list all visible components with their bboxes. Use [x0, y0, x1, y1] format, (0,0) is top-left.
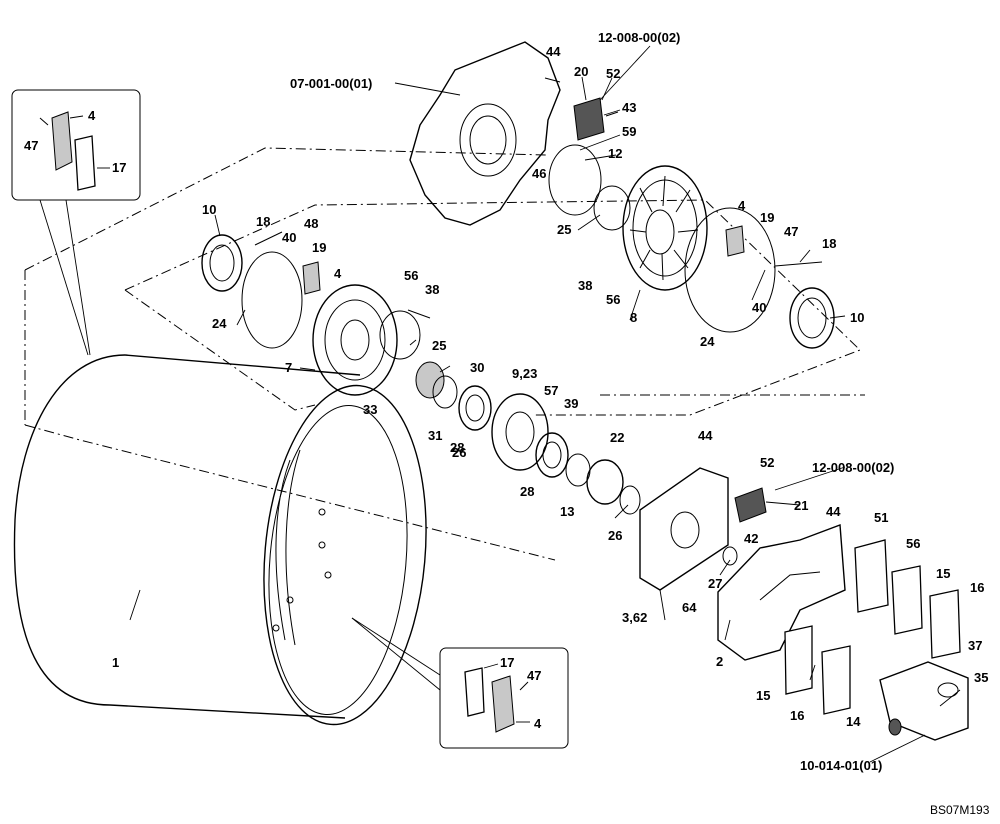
- callout: 8: [630, 310, 637, 325]
- callout: 40: [752, 300, 766, 315]
- ref-cover-top: 12-008-00(02): [598, 30, 680, 45]
- right-gasket-and-seal: [684, 207, 835, 349]
- side-covers: [784, 539, 961, 715]
- callout: 13: [560, 504, 574, 519]
- callout: 17: [500, 655, 514, 670]
- callout: 56: [906, 536, 920, 551]
- callout: 16: [970, 580, 984, 595]
- o-rings-upper: [548, 144, 631, 231]
- callout: 42: [744, 531, 758, 546]
- callout-numbers: 44 20 52 43 59 12 46 25 4 19 47 18 38 56…: [24, 44, 988, 731]
- callout: 15: [756, 688, 770, 703]
- callout: 16: [790, 708, 804, 723]
- callout: 28: [450, 440, 464, 455]
- callout: 4: [534, 716, 542, 731]
- callout: 10: [202, 202, 216, 217]
- callout: 59: [622, 124, 636, 139]
- cover-assembly-top: [544, 77, 619, 141]
- left-seal-ring: [201, 231, 283, 292]
- callout: 64: [682, 600, 697, 615]
- ref-motor: 10-014-01(01): [800, 758, 882, 773]
- callout: 35: [974, 670, 988, 685]
- callout: 21: [794, 498, 808, 513]
- callout: 7: [285, 360, 292, 375]
- callout: 24: [700, 334, 715, 349]
- callout: 18: [822, 236, 836, 251]
- callout: 19: [312, 240, 326, 255]
- detail-inset-top: [11, 89, 141, 356]
- assembly-references: 07-001-00(01) 12-008-00(02) 12-008-00(02…: [290, 30, 990, 817]
- callout: 22: [610, 430, 624, 445]
- callout: 37: [968, 638, 982, 653]
- mounting-plate: [639, 467, 738, 591]
- callout: 56: [404, 268, 418, 283]
- reference-code: BS07M193: [930, 803, 990, 817]
- callout: 15: [936, 566, 950, 581]
- spoked-hub: [622, 165, 708, 291]
- cover-assembly-right: [734, 487, 767, 523]
- callout: 48: [304, 216, 318, 231]
- assembly-envelope-lines: [24, 147, 865, 561]
- callout: 26: [452, 445, 466, 460]
- callout: 26: [608, 528, 622, 543]
- callout: 57: [544, 383, 558, 398]
- callout: 25: [557, 222, 571, 237]
- callout: 18: [256, 214, 270, 229]
- callout: 38: [425, 282, 439, 297]
- callout: 47: [527, 668, 541, 683]
- callout: 47: [24, 138, 38, 153]
- callout: 52: [606, 66, 620, 81]
- callout: 25: [432, 338, 446, 353]
- callout: 38: [578, 278, 592, 293]
- callout: 44: [546, 44, 561, 59]
- callout: 39: [564, 396, 578, 411]
- callout: 51: [874, 510, 888, 525]
- callout: 56: [606, 292, 620, 307]
- left-gasket: [241, 251, 321, 349]
- flange-plate: [409, 41, 561, 226]
- callout: 4: [738, 198, 746, 213]
- callout: 47: [784, 224, 798, 239]
- callout: 4: [334, 266, 342, 281]
- leader-lines: [129, 45, 961, 763]
- callout: 17: [112, 160, 126, 175]
- support-bracket: [717, 524, 846, 661]
- callout: 43: [622, 100, 636, 115]
- callout: 20: [574, 64, 588, 79]
- callout: 24: [212, 316, 227, 331]
- hydraulic-motor: [879, 661, 969, 741]
- callout: 52: [760, 455, 774, 470]
- callout: 30: [470, 360, 484, 375]
- callout: 10: [850, 310, 864, 325]
- callout: 44: [826, 504, 841, 519]
- callout: 14: [846, 714, 861, 729]
- bearing-flange: [312, 284, 431, 396]
- callout: 27: [708, 576, 722, 591]
- callout: 19: [760, 210, 774, 225]
- callout: 44: [698, 428, 713, 443]
- callout: 12: [608, 146, 622, 161]
- ref-flange-plate: 07-001-00(01): [290, 76, 372, 91]
- callout: 28: [520, 484, 534, 499]
- ref-cover-right: 12-008-00(02): [812, 460, 894, 475]
- callout: 40: [282, 230, 296, 245]
- callout: 3,62: [622, 610, 647, 625]
- detail-inset-bottom: [351, 617, 569, 749]
- bearing-stack: [415, 361, 641, 515]
- callout: 4: [88, 108, 96, 123]
- callout: 33: [363, 402, 377, 417]
- callout: 31: [428, 428, 442, 443]
- callout: 1: [112, 655, 119, 670]
- drum-shell: [13, 354, 427, 726]
- callout: 9,23: [512, 366, 537, 381]
- callout: 46: [532, 166, 546, 181]
- callout: 2: [716, 654, 723, 669]
